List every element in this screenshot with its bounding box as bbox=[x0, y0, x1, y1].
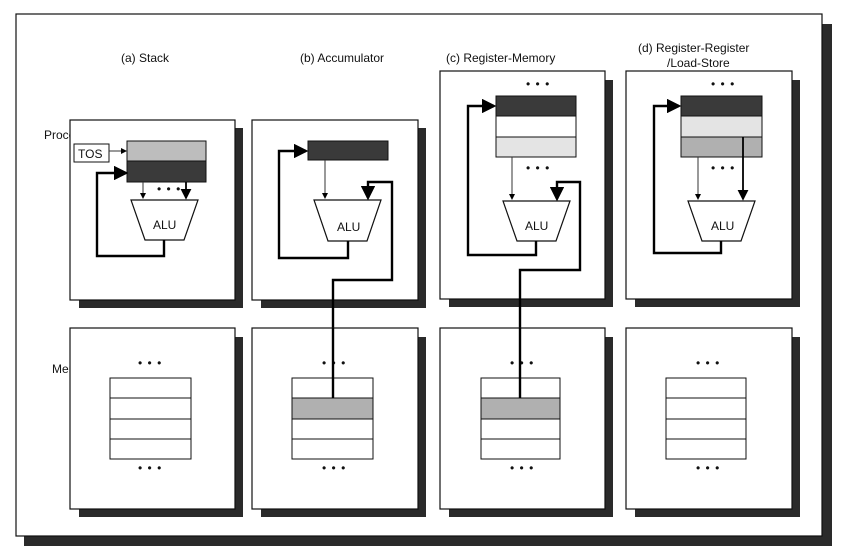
title-register-register-line2: /Load-Store bbox=[667, 56, 730, 70]
stack-register-second bbox=[126, 160, 207, 183]
stack-memory-ellipsis-top: • • • bbox=[138, 356, 162, 370]
regmem-ellipsis-top: • • • bbox=[526, 77, 550, 91]
loadstore-memory-ellipsis-top: • • • bbox=[696, 356, 720, 370]
regmem-memory-operand bbox=[480, 397, 561, 420]
regmem-memory-ellipsis-top: • • • bbox=[510, 356, 534, 370]
regmem-alu-label: ALU bbox=[525, 219, 548, 233]
title-register-register-line1: (d) Register-Register bbox=[638, 41, 749, 55]
stack-memory: • • • • • • bbox=[69, 327, 243, 517]
title-register-memory: (c) Register-Memory bbox=[446, 51, 555, 65]
loadstore-ellipsis-bottom: • • • bbox=[711, 161, 735, 175]
accumulator-alu bbox=[313, 199, 382, 242]
stack-register-top bbox=[126, 140, 207, 162]
accumulator-memory-operand bbox=[291, 397, 374, 420]
loadstore-register-3 bbox=[680, 136, 763, 158]
regmem-register-2 bbox=[495, 115, 577, 138]
stack-alu-label: ALU bbox=[153, 218, 176, 232]
title-stack: (a) Stack bbox=[121, 51, 170, 65]
accumulator-processor: ALU bbox=[251, 119, 426, 398]
regmem-alu bbox=[502, 200, 571, 242]
accumulator-register bbox=[307, 140, 389, 161]
load-store-memory: • • • • • • bbox=[625, 327, 800, 517]
loadstore-alu-label: ALU bbox=[711, 219, 734, 233]
tos-label: TOS bbox=[78, 147, 102, 161]
register-memory-processor: • • • • • • ALU bbox=[439, 70, 613, 398]
loadstore-register-2 bbox=[680, 115, 763, 138]
title-accumulator: (b) Accumulator bbox=[300, 51, 384, 65]
register-memory-memory: • • • • • • bbox=[439, 327, 613, 517]
loadstore-ellipsis-top: • • • bbox=[711, 77, 735, 91]
accumulator-memory-ellipsis-bottom: • • • bbox=[322, 461, 346, 475]
load-store-processor: • • • • • • ALU bbox=[625, 70, 800, 307]
stack-alu bbox=[130, 199, 199, 241]
accumulator-alu-label: ALU bbox=[337, 220, 360, 234]
stack-ellipsis: • • • bbox=[157, 182, 181, 196]
stack-memory-ellipsis-bottom: • • • bbox=[138, 461, 162, 475]
regmem-ellipsis-bottom: • • • bbox=[526, 161, 550, 175]
accumulator-memory: • • • • • • bbox=[251, 327, 426, 517]
stack-processor: TOS • • • ALU bbox=[69, 119, 243, 308]
regmem-register-1 bbox=[495, 95, 577, 117]
tos-register bbox=[73, 143, 110, 163]
loadstore-alu bbox=[687, 200, 756, 242]
regmem-register-3 bbox=[495, 136, 577, 158]
loadstore-memory-ellipsis-bottom: • • • bbox=[696, 461, 720, 475]
loadstore-register-1 bbox=[680, 95, 763, 117]
regmem-memory-ellipsis-bottom: • • • bbox=[510, 461, 534, 475]
